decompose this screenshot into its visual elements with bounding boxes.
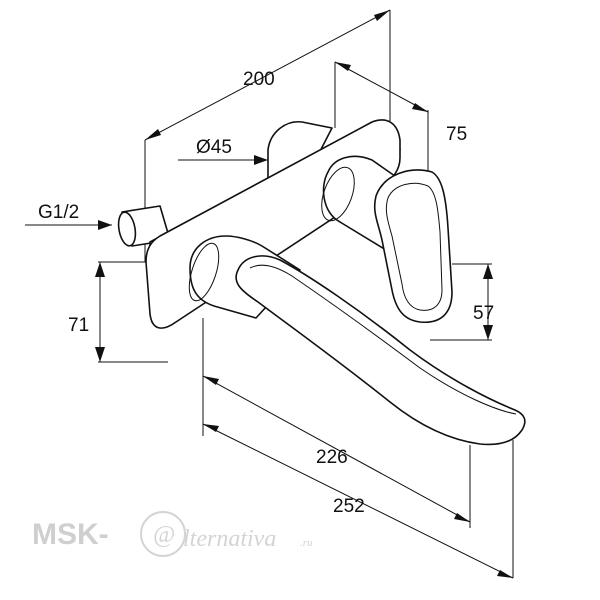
watermark-at-circle bbox=[140, 511, 186, 557]
label-thread: G1/2 bbox=[38, 202, 79, 223]
handle-hub-face bbox=[321, 166, 355, 222]
label-57: 57 bbox=[473, 303, 494, 324]
dimension-75 bbox=[334, 61, 429, 113]
watermark-at: @ bbox=[153, 522, 175, 548]
dimension-252 bbox=[202, 423, 514, 579]
dimension-226 bbox=[202, 375, 471, 523]
dimension-71 bbox=[95, 262, 105, 362]
label-200: 200 bbox=[243, 69, 275, 90]
watermark-script: lternativa bbox=[183, 526, 276, 552]
watermark-brand: MSK- bbox=[32, 518, 109, 551]
dimension-thread bbox=[25, 220, 112, 230]
spout bbox=[235, 255, 526, 446]
label-75: 75 bbox=[446, 124, 467, 145]
extension-lines bbox=[98, 10, 514, 578]
spout-top-edge bbox=[249, 264, 517, 415]
inlet-pipe-end bbox=[117, 211, 137, 247]
dimension-diameter-45 bbox=[178, 155, 268, 165]
label-252: 252 bbox=[333, 496, 365, 517]
label-diameter: Ø45 bbox=[196, 137, 232, 158]
faucet-body bbox=[117, 119, 526, 446]
handle-lever-inner bbox=[385, 182, 443, 311]
dimension-labels: 200 75 Ø45 G1/2 71 57 226 252 bbox=[38, 69, 494, 517]
watermark-suffix: .ru bbox=[300, 537, 313, 549]
handle-lever bbox=[373, 169, 453, 323]
label-226: 226 bbox=[316, 447, 348, 468]
spout-base-face bbox=[188, 242, 220, 302]
dimension-200 bbox=[144, 9, 391, 141]
label-71: 71 bbox=[68, 315, 89, 336]
dimension-57 bbox=[483, 264, 493, 340]
watermark: MSK- @ lternativa .ru bbox=[32, 511, 313, 557]
